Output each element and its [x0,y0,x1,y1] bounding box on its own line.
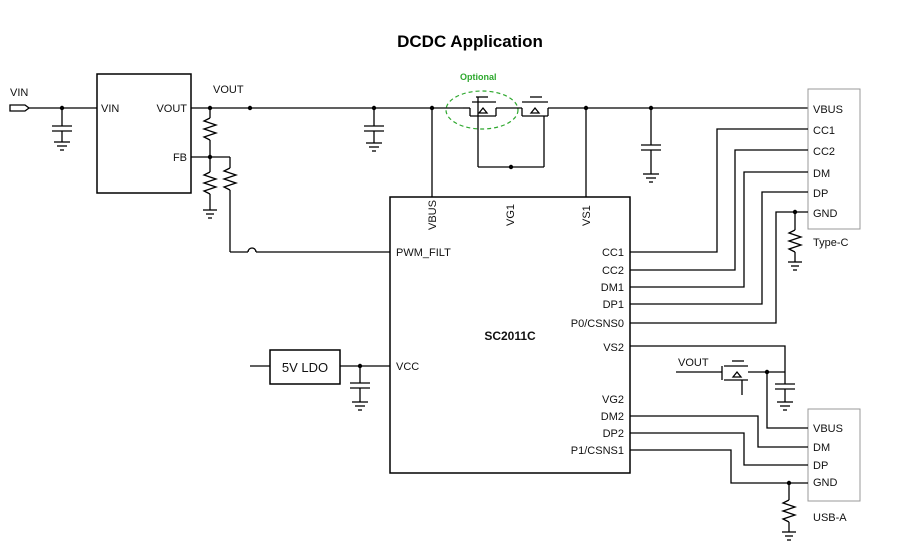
pin-vbus: VBUS [427,200,439,230]
svg-text:VBUS: VBUS [813,423,843,435]
svg-text:VIN: VIN [101,103,119,115]
pin-vs1: VS1 [581,205,593,226]
pin-vg1: VG1 [505,204,517,226]
diagram-title: DCDC Application [397,32,543,51]
svg-text:DP2: DP2 [603,428,624,440]
svg-text:5V LDO: 5V LDO [282,360,328,375]
svg-text:CC1: CC1 [813,125,835,137]
svg-text:DM1: DM1 [601,282,624,294]
optional-mosfet: Optional [445,72,544,170]
svg-text:GND: GND [813,477,838,489]
svg-text:P1/CSNS1: P1/CSNS1 [571,445,624,457]
svg-text:DP1: DP1 [603,299,624,311]
ic-name: SC2011C [484,329,536,343]
svg-text:CC1: CC1 [602,247,624,259]
ldo-block: 5V LDO [250,349,390,411]
usb-a-connector: VBUS DM DP GND USB-A [807,408,861,524]
svg-text:FB: FB [173,152,187,164]
svg-text:DM2: DM2 [601,411,624,423]
sc2011c-ic: SC2011C VBUS VG1 VS1 PWM_FILT VCC CC1 CC… [389,196,631,474]
svg-text:VOUT: VOUT [156,103,187,115]
vin-input: VIN [9,87,97,151]
pin-vcc: VCC [396,361,419,373]
svg-text:CC2: CC2 [602,265,624,277]
svg-text:CC2: CC2 [813,146,835,158]
svg-text:DM: DM [813,442,830,454]
svg-text:VBUS: VBUS [813,104,843,116]
usb-a-power-path: VOUT [630,345,808,429]
dcdc-converter: VIN VOUT FB [96,73,192,194]
svg-text:VS2: VS2 [603,342,624,354]
svg-text:DP: DP [813,460,828,472]
svg-text:USB-A: USB-A [813,512,847,524]
vout-rail: VOUT [191,84,463,253]
svg-text:VOUT: VOUT [213,84,244,96]
svg-text:P0/CSNS0: P0/CSNS0 [571,318,624,330]
svg-text:GND: GND [813,208,838,220]
type-c-connector: VBUS CC1 CC2 DM DP GND Type-C [807,88,861,249]
svg-text:Optional: Optional [460,72,497,82]
svg-text:DP: DP [813,188,828,200]
svg-text:DM: DM [813,168,830,180]
type-c-wiring [630,128,808,324]
pin-pwm-filt: PWM_FILT [396,247,451,259]
series-mosfet [521,96,808,197]
svg-text:VIN: VIN [10,87,28,99]
usb-a-wiring [630,415,808,541]
svg-text:Type-C: Type-C [813,237,849,249]
svg-text:VOUT: VOUT [678,357,709,369]
svg-text:VG2: VG2 [602,394,624,406]
